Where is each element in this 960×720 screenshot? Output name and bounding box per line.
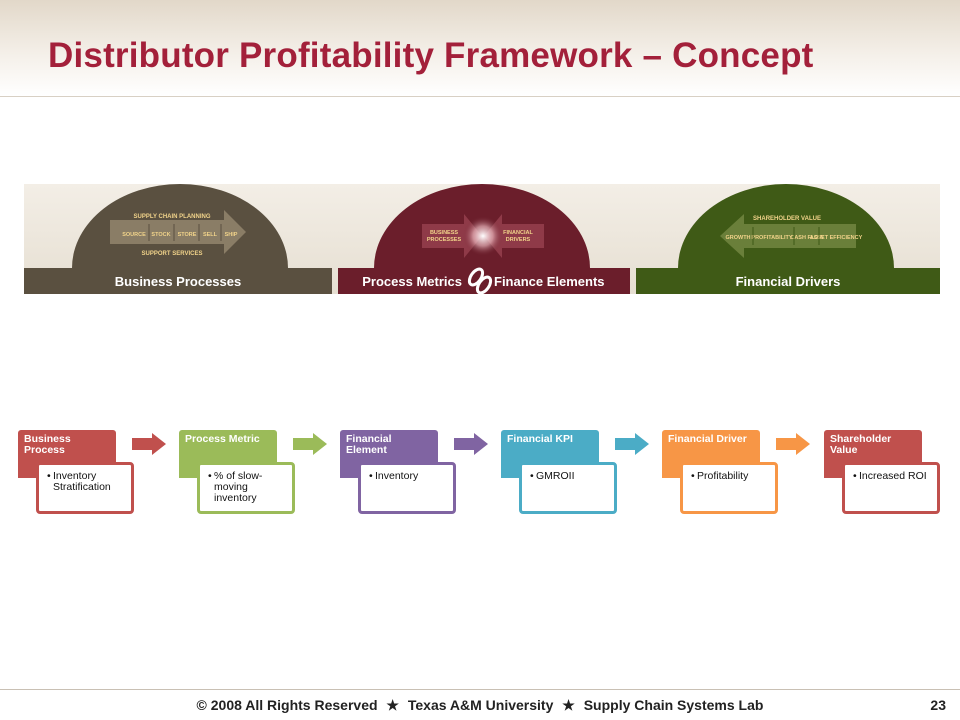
- footer: © 2008 All Rights Reserved ★ Texas A&M U…: [0, 697, 960, 714]
- banner-graphic: SUPPLY CHAIN PLANNING SUPPORT SERVICES S…: [24, 184, 940, 294]
- star-icon: ★: [386, 697, 399, 713]
- stage-item: Inventory: [375, 470, 419, 482]
- chain-arrow-fill: [615, 433, 649, 455]
- panel-1-arrow: [110, 210, 246, 254]
- panel-1-label: Business Processes: [115, 274, 241, 289]
- panel-business-processes: SUPPLY CHAIN PLANNING SUPPORT SERVICES S…: [24, 184, 332, 294]
- bullet-icon: •: [853, 470, 857, 482]
- panel-1-top-label: SUPPLY CHAIN PLANNING: [133, 214, 210, 220]
- chevron-right-icon: [132, 433, 166, 455]
- page-number: 23: [930, 697, 946, 713]
- chevron-right-icon: [776, 433, 810, 455]
- bullet-icon: •: [369, 470, 373, 482]
- footer-copyright: © 2008 All Rights Reserved: [196, 697, 378, 713]
- panel-2-right-text: FINANCIAL: [503, 230, 533, 236]
- stage-item: Profitability: [697, 470, 749, 482]
- bullet-icon: •: [208, 470, 212, 482]
- panel-2-right-text: DRIVERS: [506, 237, 531, 243]
- panel-1-bar: [24, 268, 332, 294]
- panel-3-label: Financial Drivers: [736, 274, 841, 289]
- panel-3-step: CASH FLOW: [790, 235, 824, 241]
- bullet-icon: •: [691, 470, 695, 482]
- panel-3-step: PROFITABILITY: [751, 235, 792, 241]
- panel-3-arrow: [720, 214, 856, 258]
- panel-1-step: SHIP: [225, 232, 238, 238]
- footer-lab: Supply Chain Systems Lab: [583, 697, 764, 713]
- stage-item: GMROII: [536, 470, 575, 482]
- panel-1-step: STOCK: [151, 232, 170, 238]
- panel-2-label-right: Finance Elements: [494, 274, 605, 289]
- panel-3-top-label: SHAREHOLDER VALUE: [753, 216, 821, 222]
- panel-2-glow: [463, 216, 503, 256]
- stage-card: •Increased ROI: [842, 462, 940, 514]
- panel-2-left-text: BUSINESS: [430, 230, 458, 236]
- stage-card: •% of slow-moving inventory: [197, 462, 295, 514]
- page-title: Distributor Profitability Framework – Co…: [48, 36, 814, 75]
- stage-card: •Profitability: [680, 462, 778, 514]
- footer-university: Texas A&M University: [407, 697, 554, 713]
- chain-arrow-fill: [132, 433, 166, 455]
- stage-item: Increased ROI: [859, 470, 927, 482]
- panel-1-bottom-label: SUPPORT SERVICES: [142, 251, 203, 257]
- panel-3-step: ASSET EFFICIENCY: [810, 235, 863, 241]
- chevron-right-icon: [615, 433, 649, 455]
- header-divider: [0, 96, 960, 97]
- chevron-right-icon: [454, 433, 488, 455]
- panel-2-label-left: Process Metrics: [362, 274, 462, 289]
- stage-card: •Inventory Stratification: [36, 462, 134, 514]
- chain-arrow-fill: [454, 433, 488, 455]
- stage-item: Inventory Stratification: [53, 470, 111, 493]
- panel-1-step: SELL: [203, 232, 218, 238]
- bullet-icon: •: [47, 470, 51, 482]
- header-band: [0, 0, 960, 96]
- framework-banner: SUPPLY CHAIN PLANNING SUPPORT SERVICES S…: [24, 184, 940, 294]
- panel-3-bar: [636, 268, 940, 294]
- panel-process-finance: BUSINESS PROCESSES FINANCIAL DRIVERS Pro…: [338, 184, 630, 294]
- chevron-right-icon: [293, 433, 327, 455]
- stage-item: % of slow-moving inventory: [214, 470, 263, 504]
- chain-arrow-fill: [293, 433, 327, 455]
- panel-financial-drivers: SHAREHOLDER VALUE GROWTH PROFITABILITY C…: [636, 184, 940, 294]
- panel-2-left-text: PROCESSES: [427, 237, 462, 243]
- panel-1-step: STORE: [178, 232, 197, 238]
- chain-arrow-fill: [776, 433, 810, 455]
- stage-card: •GMROII: [519, 462, 617, 514]
- bullet-icon: •: [530, 470, 534, 482]
- footer-divider: [0, 689, 960, 690]
- panel-3-step: GROWTH: [725, 235, 750, 241]
- chain-link-icon: [467, 267, 493, 294]
- star-icon: ★: [562, 697, 575, 713]
- stage-card: •Inventory: [358, 462, 456, 514]
- panel-1-step: SOURCE: [122, 232, 146, 238]
